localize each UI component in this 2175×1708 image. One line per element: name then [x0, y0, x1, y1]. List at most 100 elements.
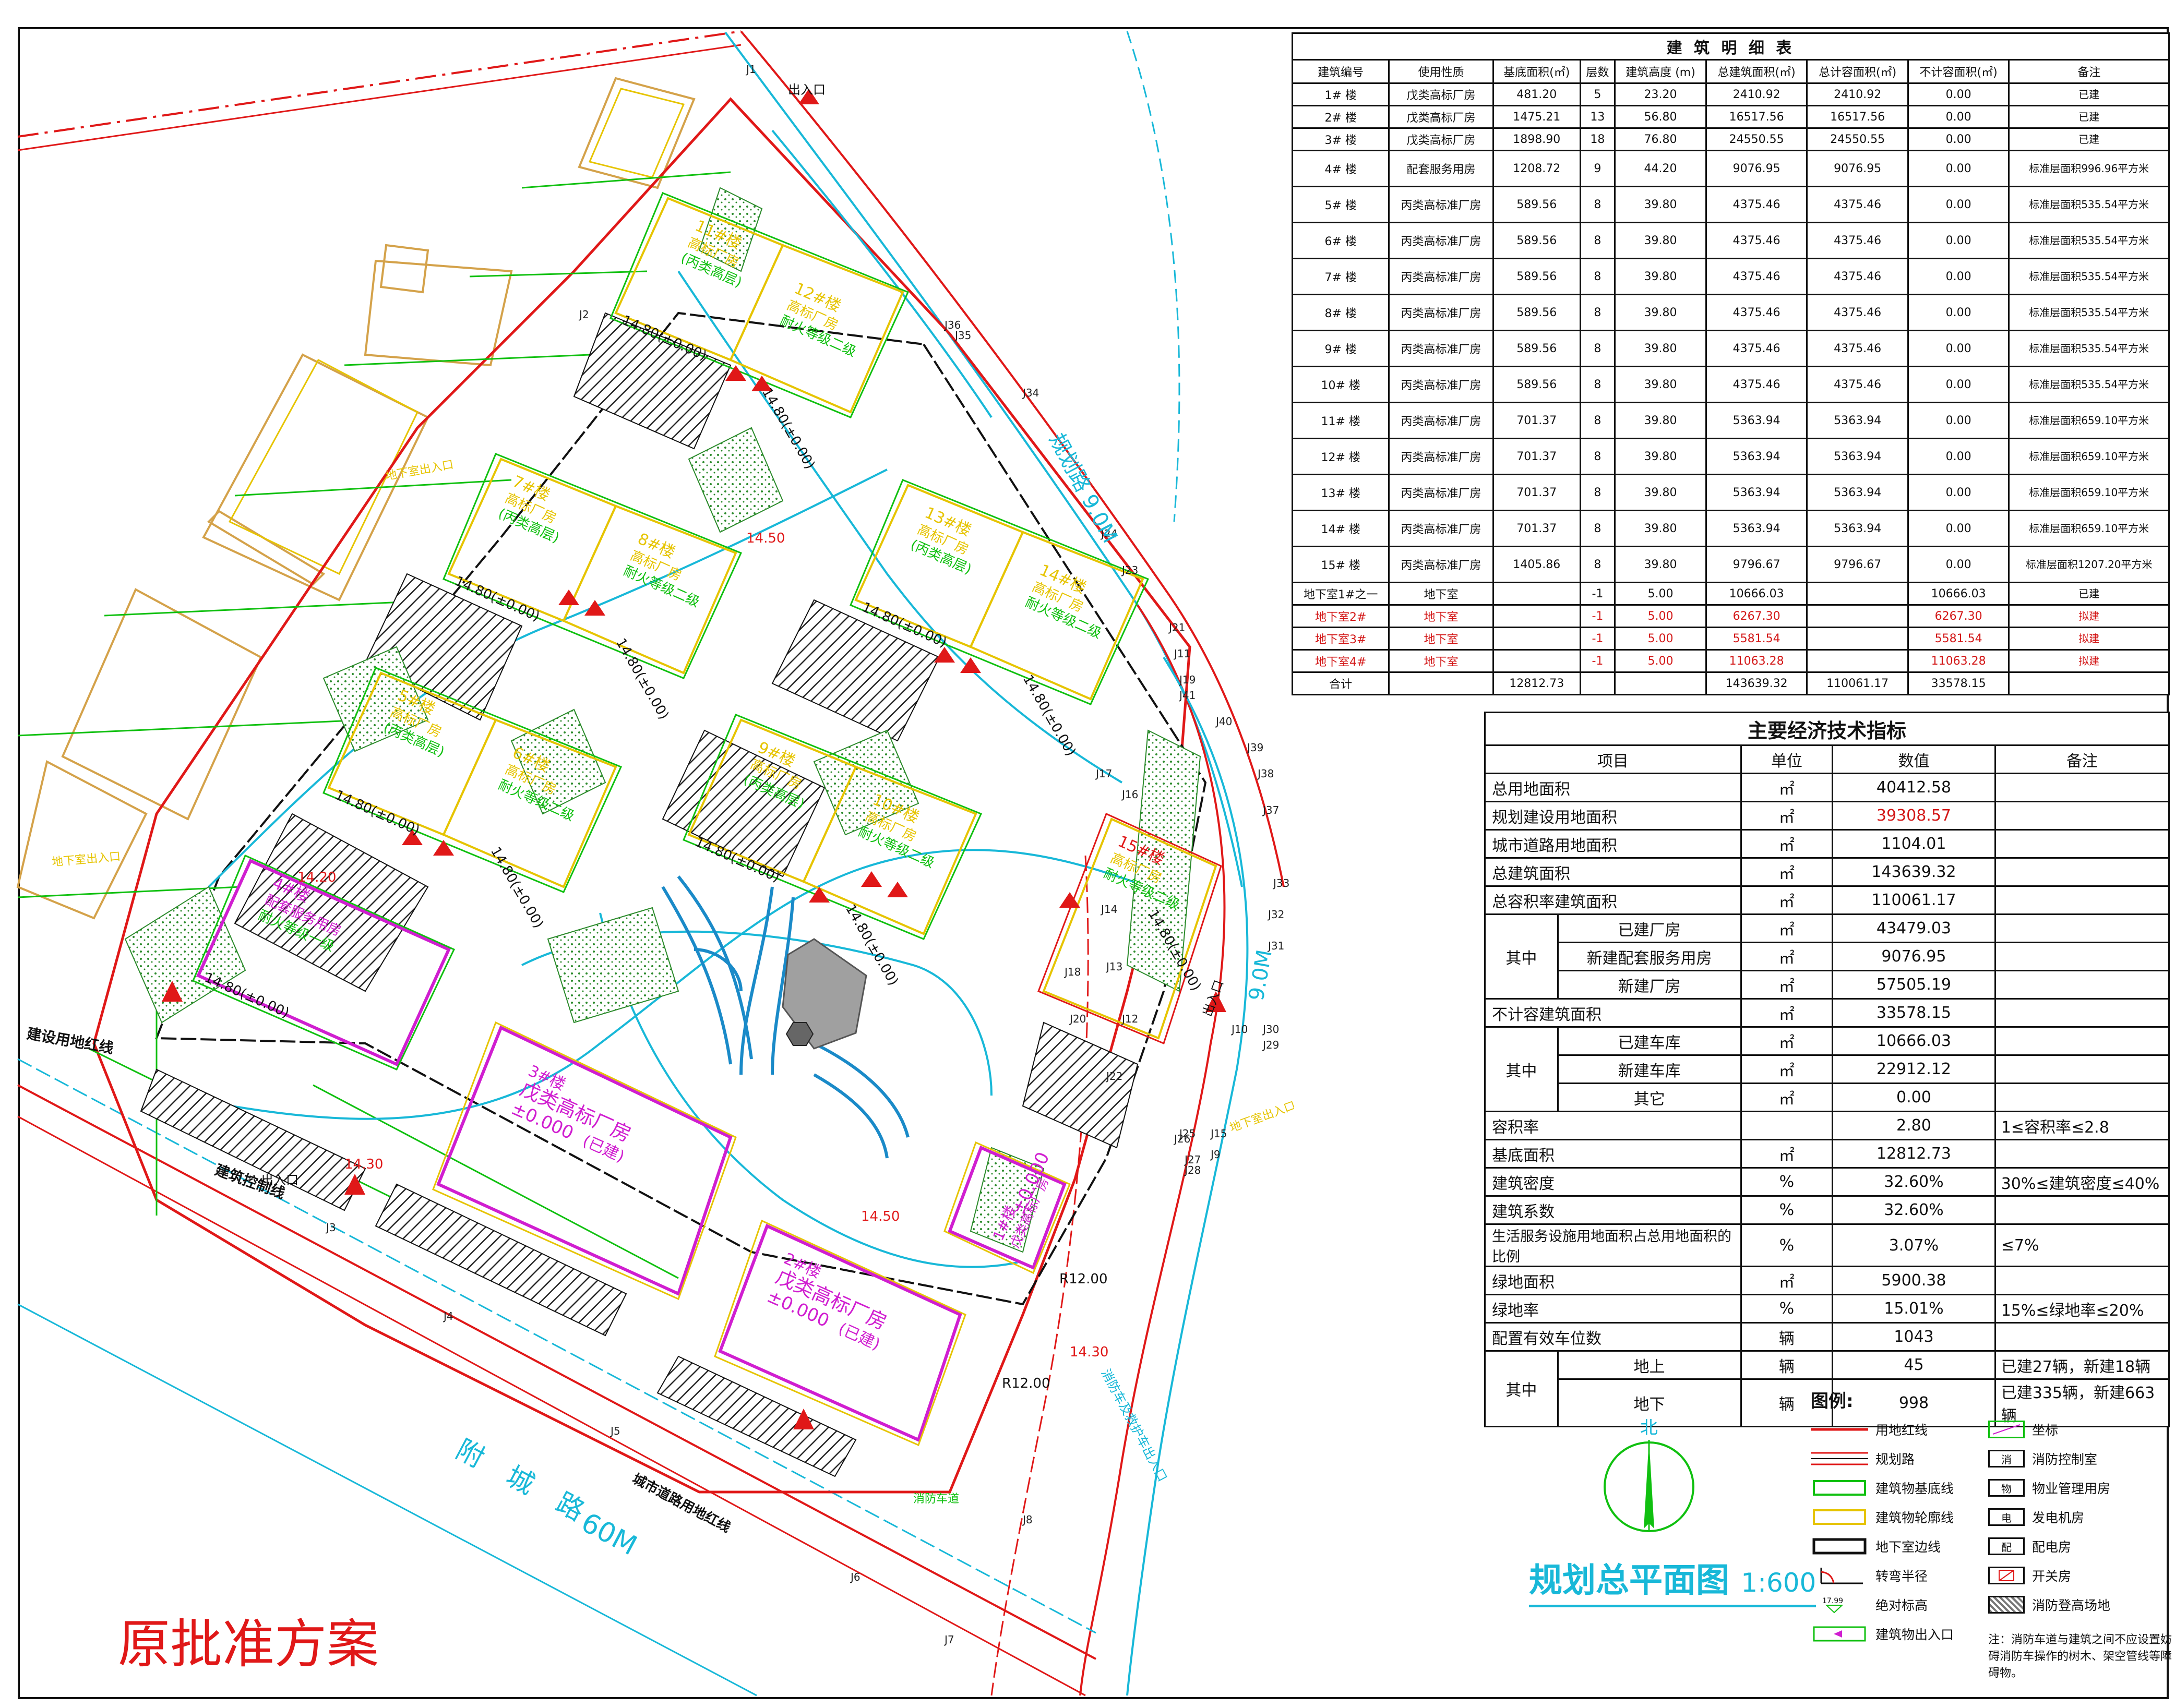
- table-cell: 1208.72: [1492, 150, 1581, 187]
- table-cell: 0.00: [1907, 438, 2010, 475]
- point-label: J22: [1105, 1070, 1122, 1082]
- legend-label: 消防控制室: [2032, 1452, 2098, 1467]
- table-row: 绿地率 % 15.01% 15%≤绿地率≤20%: [1484, 1294, 2170, 1324]
- row-unit: ㎡: [1740, 829, 1834, 859]
- table-cell: 14# 楼: [1291, 510, 1390, 547]
- table-cell: 11063.28: [1907, 649, 2010, 673]
- table-title: 主要经济技术指标: [1484, 712, 2170, 746]
- table-cell: 589.56: [1492, 258, 1581, 295]
- table-cell: 16517.56: [1705, 105, 1808, 129]
- row-note: 30%≤建筑密度≤40%: [1994, 1167, 2170, 1197]
- col-header: 基底面积(㎡): [1492, 59, 1581, 84]
- fire-lane-label: 消防车道: [913, 1493, 959, 1506]
- table-cell: 4375.46: [1806, 222, 1909, 259]
- table-cell: 5363.94: [1806, 438, 1909, 475]
- point-label: J41: [1178, 689, 1196, 702]
- table-cell: 0.00: [1907, 82, 2010, 106]
- row-unit: ㎡: [1740, 913, 1834, 943]
- point-label: J5: [610, 1425, 620, 1437]
- row-value: 32.60%: [1832, 1195, 1996, 1225]
- entrance-label: 出入口: [261, 1173, 298, 1187]
- row-value: 5900.38: [1832, 1266, 1996, 1295]
- table-cell: 701.37: [1492, 402, 1581, 439]
- table-cell: 5363.94: [1705, 510, 1808, 547]
- fire-climbing-areas: [140, 312, 1139, 1477]
- table-cell: 地下室: [1388, 627, 1494, 651]
- table-cell: 7# 楼: [1291, 258, 1390, 295]
- table-cell: 589.56: [1492, 294, 1581, 331]
- table-cell: 10666.03: [1907, 582, 2010, 606]
- legend-item: 17.99 绝对标高: [1811, 1594, 1928, 1615]
- table-cell: 701.37: [1492, 438, 1581, 475]
- table-row: 其中 已建车库 ㎡ 10666.03: [1484, 1026, 2170, 1112]
- table-cell: 143639.32: [1705, 671, 1808, 695]
- row-value: 10666.03: [1832, 1026, 1996, 1056]
- row-label: 已建车库: [1557, 1026, 1742, 1056]
- table-cell: 8: [1579, 330, 1616, 367]
- table-cell: 6267.30: [1705, 604, 1808, 628]
- table-cell: 8: [1579, 222, 1616, 259]
- fire-lanes: [172, 129, 1149, 1268]
- point-label: J25: [1178, 1127, 1196, 1140]
- legend-label: 配电房: [2032, 1539, 2072, 1555]
- point-label: J37: [1262, 804, 1279, 816]
- table-cell: 4375.46: [1705, 366, 1808, 403]
- table-cell: 地下室: [1388, 582, 1494, 606]
- table-cell: 39.80: [1614, 438, 1707, 475]
- point-label: J38: [1257, 767, 1274, 780]
- radius-swatch: [1811, 1567, 1868, 1584]
- table-row: 建筑系数 % 32.60%: [1484, 1195, 2170, 1225]
- table-cell: 9076.95: [1705, 150, 1808, 187]
- table-cell: 39.80: [1614, 294, 1707, 331]
- row-unit: ㎡: [1740, 885, 1834, 915]
- row-value: 110061.17: [1832, 885, 1996, 915]
- table-cell: 5363.94: [1705, 438, 1808, 475]
- row-unit: ㎡: [1740, 801, 1834, 831]
- table-cell: [1492, 627, 1581, 651]
- table-row: 其它 ㎡ 0.00: [1485, 1082, 2170, 1112]
- table-cell: 10666.03: [1705, 582, 1808, 606]
- table-cell: 13# 楼: [1291, 474, 1390, 511]
- point-label: J28: [1184, 1164, 1201, 1176]
- table-cell: 标准层面积659.10平方米: [2008, 510, 2170, 547]
- row-label: 已建厂房: [1557, 913, 1742, 943]
- table-cell: 地下室: [1388, 649, 1494, 673]
- row-note: [1994, 1322, 2170, 1352]
- row-note: ≤7%: [1994, 1223, 2170, 1267]
- table-cell: 丙类高标准厂房: [1388, 402, 1494, 439]
- level-sample: 17.99: [1822, 1597, 1843, 1605]
- table-cell: 标准层面积659.10平方米: [2008, 402, 2170, 439]
- row-label: 总容积率建筑面积: [1484, 885, 1742, 915]
- row-unit: 辆: [1740, 1350, 1834, 1380]
- table-cell: 3# 楼: [1291, 127, 1390, 151]
- table-cell: 39.80: [1614, 186, 1707, 223]
- table-row: 其中 已建厂房 ㎡ 43479.03: [1484, 913, 2170, 1000]
- row-note: 已建335辆，新建663辆: [1994, 1378, 2170, 1427]
- table-cell: 8: [1579, 186, 1616, 223]
- table-cell: 8: [1579, 438, 1616, 475]
- row-label: 新建配套服务用房: [1557, 942, 1742, 971]
- legend-item: 建筑物出入口: [1811, 1623, 1954, 1644]
- table-cell: 4375.46: [1806, 186, 1909, 223]
- col-header: 总计容面积(㎡): [1806, 59, 1909, 84]
- row-note: [1994, 885, 2170, 915]
- road-name-south: 附 城 路: [451, 1434, 599, 1533]
- table-cell: [1806, 582, 1909, 606]
- table-cell: 9# 楼: [1291, 330, 1390, 367]
- table-cell: 5.00: [1614, 604, 1707, 628]
- table-row: 不计容建筑面积 ㎡ 33578.15: [1484, 998, 2170, 1028]
- table-cell: 1898.90: [1492, 127, 1581, 151]
- row-note: 1≤容积率≤2.8: [1994, 1111, 2170, 1140]
- table-cell: 配套服务用房: [1388, 150, 1494, 187]
- table-cell: 4375.46: [1705, 186, 1808, 223]
- table-cell: 12812.73: [1492, 671, 1581, 695]
- table-cell: 5: [1579, 82, 1616, 106]
- table-cell: 5.00: [1614, 649, 1707, 673]
- row-note: [1994, 773, 2170, 802]
- table-cell: 0.00: [1907, 186, 2010, 223]
- table-cell: 4375.46: [1806, 258, 1909, 295]
